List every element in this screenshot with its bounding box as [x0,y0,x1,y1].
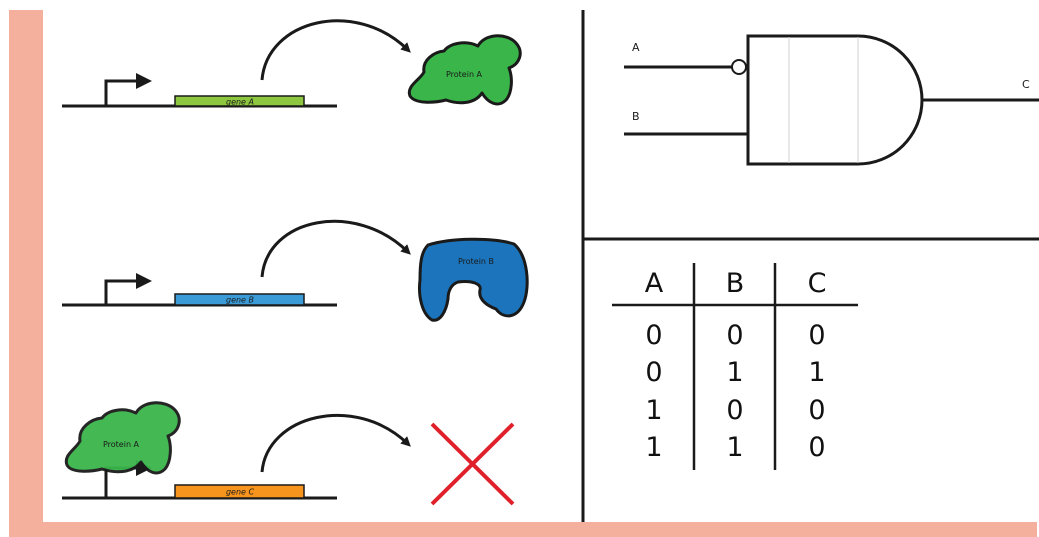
truth-table-cell: 0 [645,357,662,388]
gene-row-b: gene B Protein B [62,219,529,322]
left-border [9,10,43,531]
table-row: 0 1 1 [645,357,825,388]
truth-table-cell: 0 [726,395,743,426]
gene-c-box [174,484,305,499]
truth-table-cell: 1 [726,357,743,388]
protein-b-cshape-icon [418,237,529,322]
gene-a-box [174,95,305,107]
truth-table-cell: 1 [645,395,662,426]
truth-table-cell: 0 [645,320,662,351]
red-x-icon-stroke [430,422,515,506]
gene-b-box [174,293,305,306]
table-row: 1 0 0 [645,395,825,426]
curved-arrow-icon [260,413,411,473]
not-bubble-icon [731,59,747,75]
curved-arrow-icon [260,219,411,278]
gate-input-b-label: B [632,110,640,123]
protein-a-label: Protein A [446,70,483,79]
truth-table-cell: 0 [808,320,825,351]
truth-table-cell: 1 [726,432,743,463]
promoter-arrowhead [136,73,152,89]
truth-table-cell: 0 [726,320,743,351]
protein-a-blob-icon [407,34,522,106]
bottom-border [9,522,1037,537]
truth-table-header-b: B [726,268,745,299]
curved-arrow-icon [260,19,411,81]
table-row: 0 0 0 [645,320,825,351]
and-gate-body [746,34,924,166]
promoter-arrowhead [136,273,152,289]
gene-c-label: gene C [226,488,255,497]
promoter-arrow-icon [104,79,136,106]
truth-table-cell: 1 [645,432,662,463]
logic-gate: A B C [624,34,1039,166]
gene-b-label: gene B [226,296,254,305]
table-row: 1 1 0 [645,432,825,463]
truth-table-cell: 1 [808,357,825,388]
gene-a-label: gene A [226,98,254,107]
truth-table-header-a: A [645,268,664,299]
gene-row-a: gene A Protein A [62,19,522,108]
truth-table-cell: 0 [808,395,825,426]
protein-b-label: Protein B [458,257,494,266]
promoter-arrow-icon [104,279,136,305]
truth-table: A B C 0 0 0 0 1 1 1 0 0 1 1 0 [612,263,858,470]
repressor-label: Protein A [103,440,140,449]
gate-input-a-label: A [632,41,640,54]
gate-output-label: C [1022,78,1030,91]
truth-table-header-c: C [808,268,827,299]
gene-row-c: Protein A gene C [62,401,515,506]
truth-table-cell: 0 [808,432,825,463]
protein-a-blob-icon [64,401,181,475]
